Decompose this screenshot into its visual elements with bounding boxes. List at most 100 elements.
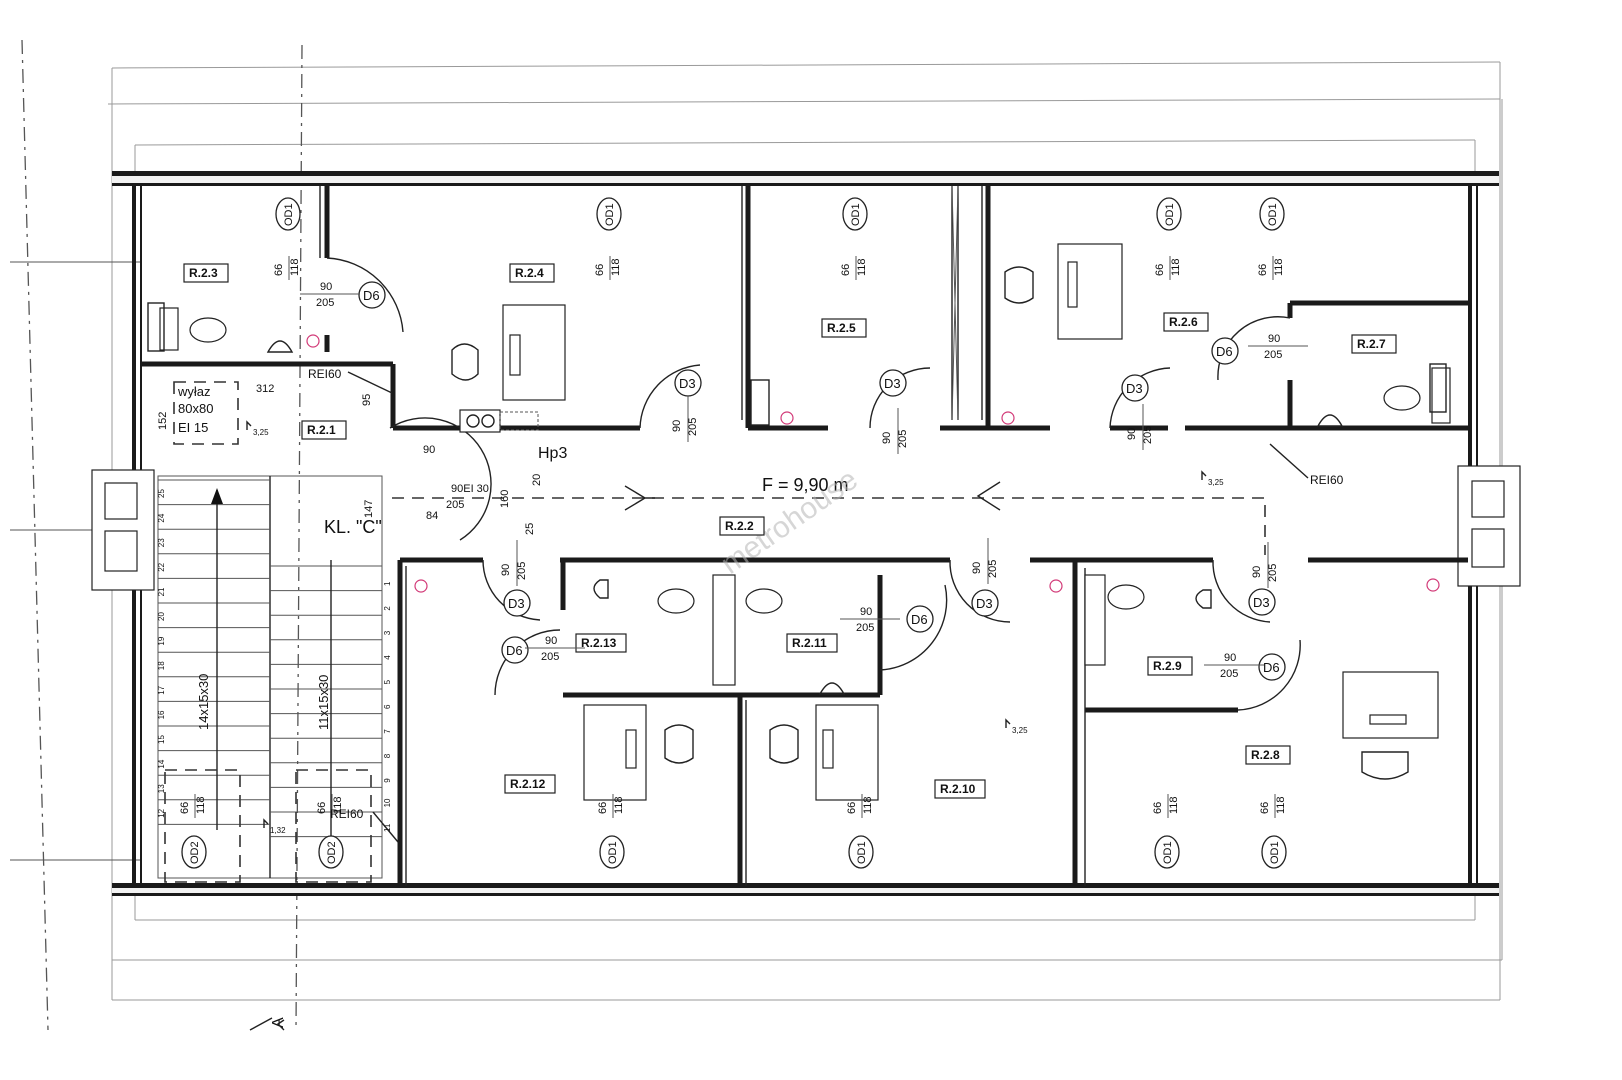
room-tag-r22: R.2.2 <box>719 516 765 536</box>
svg-text:D3: D3 <box>508 596 525 611</box>
svg-text:66: 66 <box>273 264 285 276</box>
svg-text:118: 118 <box>613 796 625 814</box>
svg-text:R.2.7: R.2.7 <box>1357 337 1386 351</box>
dim-152: 152 <box>157 412 169 430</box>
hp3-label: Hp3 <box>538 445 567 462</box>
dim-312: 312 <box>256 383 274 395</box>
svg-text:D3: D3 <box>884 376 901 391</box>
dim-160: 160 <box>499 490 511 508</box>
stair-flight-2-label: 11x15x30 <box>316 675 331 730</box>
room-tag-r26: R.2.6 <box>1163 312 1209 332</box>
svg-text:OD1: OD1 <box>1162 841 1174 864</box>
stair-step-number: 18 <box>157 661 166 670</box>
svg-text:90: 90 <box>545 635 557 647</box>
door-marker-d3: D3 <box>1121 374 1149 402</box>
svg-text:R.2.9: R.2.9 <box>1153 659 1182 673</box>
door-marker-d6: D6 <box>1211 337 1239 365</box>
svg-text:90: 90 <box>1224 652 1236 664</box>
svg-text:66: 66 <box>1259 802 1271 814</box>
svg-text:D6: D6 <box>911 612 928 627</box>
dim-20: 20 <box>531 474 543 486</box>
svg-text:A: A <box>270 1017 287 1028</box>
stair-step-number: 2 <box>383 606 392 611</box>
svg-text:D6: D6 <box>363 288 380 303</box>
section-marker-a: A <box>249 1017 287 1031</box>
svg-text:90: 90 <box>500 564 512 576</box>
room-tag-r29: R.2.9 <box>1147 656 1193 676</box>
svg-text:205: 205 <box>541 651 559 663</box>
svg-text:D3: D3 <box>1253 595 1270 610</box>
stair-step-number: 19 <box>157 636 166 645</box>
svg-text:90: 90 <box>1268 333 1280 345</box>
svg-text:90: 90 <box>1126 428 1138 440</box>
svg-text:205: 205 <box>987 560 999 578</box>
svg-text:D3: D3 <box>976 596 993 611</box>
svg-text:R.2.13: R.2.13 <box>581 636 617 650</box>
svg-text:OD1: OD1 <box>856 841 868 864</box>
svg-text:D3: D3 <box>1126 381 1143 396</box>
svg-text:66: 66 <box>316 802 328 814</box>
svg-text:R.2.5: R.2.5 <box>827 321 856 335</box>
interior-walls <box>140 186 1470 886</box>
svg-text:66: 66 <box>1257 264 1269 276</box>
axis-lines <box>10 39 303 1031</box>
svg-text:90: 90 <box>881 432 893 444</box>
stair-step-number: 5 <box>383 679 392 684</box>
stair-step-number: 20 <box>157 612 166 621</box>
svg-text:118: 118 <box>856 258 868 276</box>
door-marker-d6: D6 <box>1258 653 1286 681</box>
stair-step-number: 21 <box>157 587 166 596</box>
svg-text:66: 66 <box>597 802 609 814</box>
stair-step-number: 15 <box>157 735 166 744</box>
svg-text:205: 205 <box>1220 668 1238 680</box>
svg-text:1,32: 1,32 <box>270 826 286 835</box>
svg-text:OD1: OD1 <box>1269 841 1281 864</box>
svg-text:R.2.10: R.2.10 <box>940 782 976 796</box>
room-tag-r213: R.2.13 <box>575 633 627 653</box>
svg-text:R.2.3: R.2.3 <box>189 266 218 280</box>
stair-step-number: 13 <box>157 784 166 793</box>
room-tag-r210: R.2.10 <box>934 779 986 799</box>
svg-text:118: 118 <box>289 258 301 276</box>
svg-text:118: 118 <box>1273 258 1285 276</box>
svg-text:66: 66 <box>840 264 852 276</box>
svg-text:118: 118 <box>332 796 344 814</box>
svg-text:D3: D3 <box>679 376 696 391</box>
svg-text:R.2.2: R.2.2 <box>725 519 754 533</box>
svg-text:R.2.8: R.2.8 <box>1251 748 1280 762</box>
svg-text:OD1: OD1 <box>283 203 295 226</box>
stair-step-number: 14 <box>157 759 166 768</box>
room-tag-r28: R.2.8 <box>1245 745 1291 765</box>
dim-90: 90 <box>423 444 435 456</box>
furniture <box>159 243 1451 801</box>
svg-text:3,25: 3,25 <box>1012 726 1028 735</box>
rei60-label-1: REI60 <box>308 367 342 381</box>
room-tag-r25: R.2.5 <box>821 318 867 338</box>
svg-text:D6: D6 <box>1263 660 1280 675</box>
vent-shafts <box>147 302 1447 426</box>
window-marker: OD1 66 118 <box>273 197 301 280</box>
svg-text:205: 205 <box>1264 349 1282 361</box>
svg-text:66: 66 <box>594 264 606 276</box>
glass-partition <box>951 185 959 421</box>
fire-signs <box>306 334 1440 593</box>
svg-text:66: 66 <box>179 802 191 814</box>
door-ei30: 90EI 30 <box>451 483 489 495</box>
svg-text:90: 90 <box>671 420 683 432</box>
svg-text:205: 205 <box>1267 564 1279 582</box>
hatch-label: wyłaz <box>177 384 211 399</box>
hatch-rating: EI 15 <box>178 420 208 435</box>
svg-text:OD1: OD1 <box>1164 203 1176 226</box>
